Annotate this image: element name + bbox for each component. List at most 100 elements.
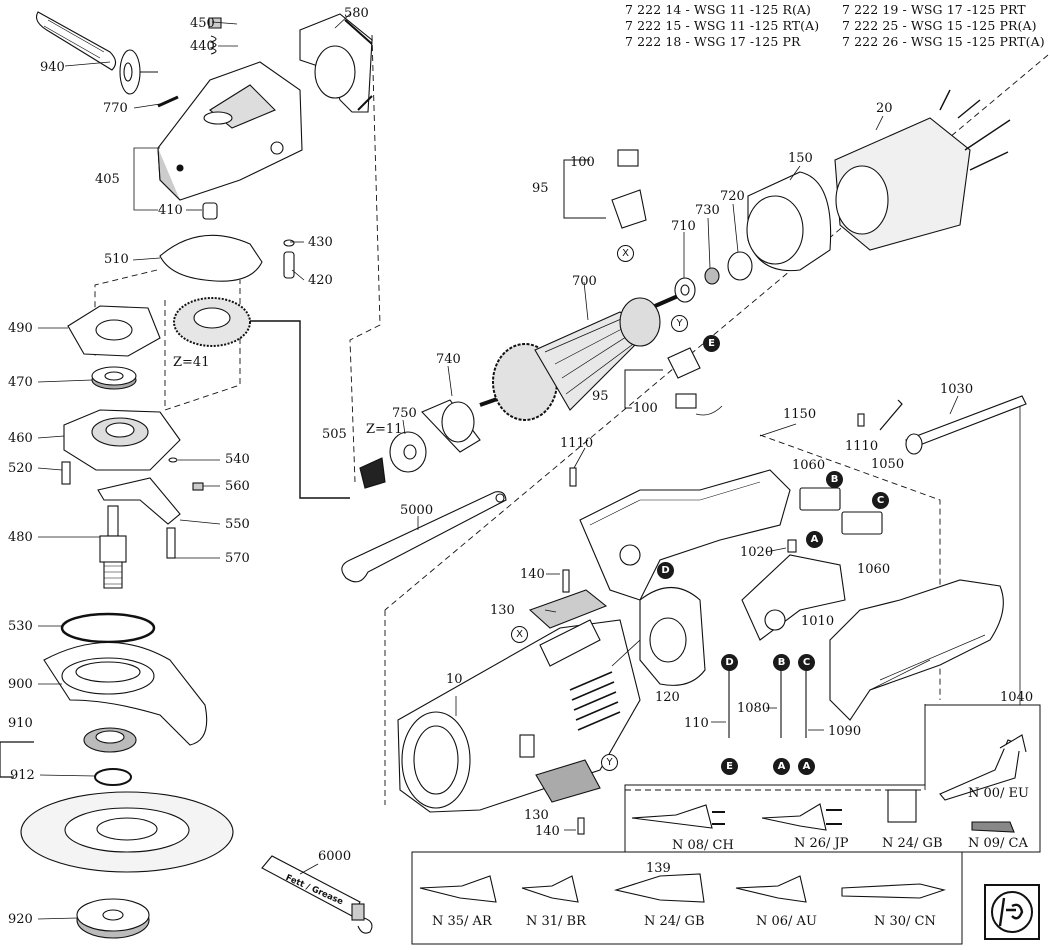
marker-c: C	[872, 492, 889, 509]
marker-e: E	[721, 758, 738, 775]
part-label-1010: 1010	[801, 614, 835, 629]
part-label-450: 450	[190, 16, 215, 31]
part-label-570: 570	[225, 551, 250, 566]
plug-label-n30-cn: N 30/ CN	[874, 914, 936, 929]
marker-e: E	[703, 335, 720, 352]
part-label-910: 910	[8, 716, 33, 731]
switch-assembly	[741, 487, 883, 641]
part-label-1060-lower: 1060	[857, 562, 891, 577]
spanner-5000	[341, 491, 507, 583]
model-line: 7 222 19 - WSG 17 -125 PRT	[842, 2, 1026, 17]
part-label-710: 710	[671, 219, 696, 234]
part-label-1110-center: 1110	[560, 436, 594, 451]
part-label-z11: Z=11	[366, 422, 403, 437]
cover-580	[299, 13, 373, 113]
part-label-140-upper: 140	[520, 567, 545, 582]
plug-label-n26-jp: N 26/ JP	[794, 836, 849, 851]
marker-b: B	[826, 471, 843, 488]
part-label-130-lower: 130	[524, 808, 549, 823]
plug-label-n35-ar: N 35/ AR	[432, 914, 492, 929]
brand-logo	[984, 884, 1040, 940]
part-label-410: 410	[158, 203, 183, 218]
part-label-1020: 1020	[740, 545, 774, 560]
part-label-1150: 1150	[783, 407, 817, 422]
model-line: 7 222 14 - WSG 11 -125 R(A)	[625, 2, 812, 17]
part-label-139: 139	[646, 861, 671, 876]
part-label-740: 740	[436, 352, 461, 367]
part-label-130-upper: 130	[490, 603, 515, 618]
part-label-505: 505	[322, 427, 347, 442]
part-label-560: 560	[225, 479, 250, 494]
marker-c: C	[798, 654, 815, 671]
plug-label-n24-gb-cable: N 24/ GB	[644, 914, 705, 929]
part-label-580: 580	[344, 6, 369, 21]
part-label-440: 440	[190, 39, 215, 54]
part-label-510: 510	[104, 252, 129, 267]
part-label-470: 470	[8, 375, 33, 390]
part-label-1110-right: 1110	[845, 439, 879, 454]
plug-variants	[419, 734, 1027, 903]
part-label-150: 150	[788, 151, 813, 166]
marker-d: D	[721, 654, 738, 671]
marker-a: A	[798, 758, 815, 775]
handle-shell-1150	[579, 469, 791, 601]
plug-label-n09-ca: N 09/ CA	[968, 836, 1028, 851]
part-label-460: 460	[8, 431, 33, 446]
part-label-420: 420	[308, 273, 333, 288]
part-label-430: 430	[308, 235, 333, 250]
plug-boxes	[411, 704, 1041, 945]
part-label-5000: 5000	[400, 503, 434, 518]
cable-sleeve-1030	[569, 395, 1027, 738]
part-label-1080: 1080	[737, 701, 771, 716]
model-line: 7 222 18 - WSG 17 -125 PR	[625, 34, 801, 49]
part-label-100-lower: 100	[633, 401, 658, 416]
part-label-730: 730	[695, 203, 720, 218]
part-label-480: 480	[8, 530, 33, 545]
crown-gear-505	[173, 297, 350, 499]
part-label-540: 540	[225, 452, 250, 467]
part-label-405: 405	[95, 172, 120, 187]
part-label-100-upper: 100	[570, 155, 595, 170]
part-label-1040: 1040	[1000, 690, 1034, 705]
part-label-900: 900	[8, 677, 33, 692]
guard-900	[43, 612, 208, 746]
part-label-6000: 6000	[318, 849, 352, 864]
part-label-550: 550	[225, 517, 250, 532]
spindle-lock-and-spindle	[97, 457, 204, 589]
model-line: 7 222 25 - WSG 15 -125 PR(A)	[842, 18, 1037, 33]
marker-y: Y	[601, 754, 618, 771]
marker-x: X	[511, 626, 528, 643]
part-label-20: 20	[876, 101, 893, 116]
plug-label-n06-au: N 06/ AU	[756, 914, 817, 929]
part-label-940: 940	[40, 60, 65, 75]
bearing-flange-460	[61, 409, 181, 485]
side-handle-940	[35, 11, 158, 95]
marker-x: X	[617, 245, 634, 262]
flanges-and-disc	[0, 727, 234, 939]
part-label-530: 530	[8, 619, 33, 634]
part-label-z41: Z=41	[173, 355, 210, 370]
part-label-140-lower: 140	[535, 824, 560, 839]
part-label-1050: 1050	[871, 457, 905, 472]
logo-mark	[991, 891, 1033, 933]
plug-label-n08-ch: N 08/ CH	[672, 838, 734, 853]
rear-handle	[829, 579, 1004, 721]
gasket-510	[159, 234, 263, 282]
grease-tube-6000	[261, 855, 373, 934]
plug-label-n00-eu: N 00/ EU	[968, 786, 1030, 801]
brush-holders-95	[563, 149, 723, 416]
leader-lines	[37, 13, 1021, 920]
marker-d: D	[657, 562, 674, 579]
part-label-520: 520	[8, 461, 33, 476]
part-label-1090: 1090	[828, 724, 862, 739]
marker-b: B	[773, 654, 790, 671]
part-label-10: 10	[446, 672, 463, 687]
model-line: 7 222 26 - WSG 15 -125 PRT(A)	[842, 34, 1045, 49]
model-line: 7 222 15 - WSG 11 -125 RT(A)	[625, 18, 820, 33]
bearing-470	[91, 366, 137, 390]
armature-700	[359, 294, 679, 489]
marker-a: A	[773, 758, 790, 775]
part-label-1060-upper: 1060	[792, 458, 826, 473]
